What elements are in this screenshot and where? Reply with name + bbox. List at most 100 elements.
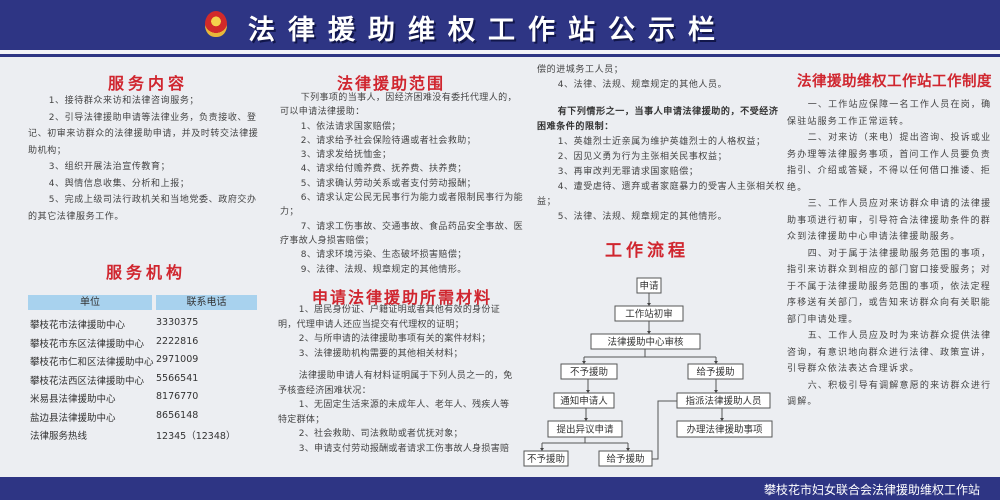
flow-box-deny2 bbox=[523, 450, 569, 467]
unrestricted-list: 偿的进城务工人员； 4、法律、法规、规章规定的其他人员。 有下列情形之一，当事人… bbox=[537, 63, 787, 225]
header-banner bbox=[0, 0, 1000, 50]
flow-label-center_review: 法律援助中心审核 bbox=[607, 336, 684, 348]
list-item: 六、积极引导有调解意愿的来访群众进行调解。 bbox=[787, 380, 992, 408]
workflow-title: 工作流程 bbox=[605, 241, 689, 261]
flow-box-center_review bbox=[590, 333, 701, 350]
flow-box-objection bbox=[547, 420, 623, 438]
arrow-icon bbox=[586, 390, 590, 393]
list-item: 5、法律、法规、规章规定的其他情形。 bbox=[557, 212, 728, 222]
footer-text: 攀枝花市妇女联合会法律援助维权工作站 bbox=[763, 483, 980, 497]
table-row: 攀枝花市法律援助中心 3330375 bbox=[30, 317, 260, 335]
agency-name: 攀枝花市法律援助中心 bbox=[30, 320, 126, 331]
national-emblem-icon bbox=[205, 11, 227, 37]
list-item: 五、工作人员应及时为来访群众提供法律咨询，有意识地向群众进行法律、政策宣讲，引导… bbox=[787, 331, 992, 374]
list-item: 3、再审改判无罪请求国家赔偿； bbox=[557, 167, 699, 177]
list-item: 一、工作站应保障一名工作人员在岗，确保驻站服务工作正常运转。 bbox=[787, 100, 992, 127]
agency-name: 攀枝花市东区法律援助中心 bbox=[30, 338, 145, 350]
list-item: 4、遭受虐待、遗弃或者家庭暴力的受害人主张相关权益； bbox=[537, 182, 785, 207]
flow-label-apply: 申请 bbox=[639, 280, 659, 292]
list-item: 3、申请支付劳动报酬或者请求工伤事故人身损害赔 bbox=[298, 443, 510, 454]
flow-label-objection: 提出异议申请 bbox=[556, 424, 614, 436]
header-divider bbox=[0, 50, 1000, 54]
list-item: 4、请求给付赡养费、抚养费、扶养费； bbox=[300, 164, 467, 175]
arrow-icon bbox=[540, 448, 544, 451]
agency-name: 攀枝花市仁和区法律援助中心 bbox=[30, 357, 154, 368]
list-item: 6、请求认定公民无民事行为能力或者限制民事行为能力； bbox=[280, 193, 524, 218]
list-item: 3、法律援助机构需要的其他相关材料； bbox=[298, 348, 463, 359]
page-title: 法律援助维权工作站公示栏 bbox=[248, 15, 728, 46]
list-item: 1、无固定生活来源的未成年人、老年人、残疾人等特定群体； bbox=[278, 400, 510, 425]
list-item: 1、居民身份证、户籍证明或者其他有效的身份证明，代理申请人还应当提交有代理权的证… bbox=[278, 305, 501, 330]
arrow-icon bbox=[720, 418, 724, 421]
list-item: 2、引导法律援助申请等法律业务，负责接收、登记、初审来访群众的法律援助申请，并及… bbox=[28, 112, 259, 156]
flow-box-notify bbox=[553, 392, 615, 409]
list-item: 二、对来访（来电）提出咨询、投诉或业务办理等法律服务事项，首问工作人员要负责指引… bbox=[787, 133, 992, 193]
list-item: 2、社会救助、司法救助或者优抚对象； bbox=[298, 429, 463, 439]
flow-box-apply bbox=[636, 277, 662, 294]
agency-phone: 5566541 bbox=[156, 372, 199, 384]
list-item: 5、请求确认劳动关系或者支付劳动报酬； bbox=[300, 178, 477, 189]
unrestricted-intro: 有下列情形之一，当事人申请法律援助的，不受经济困难条件的限制： bbox=[537, 107, 779, 132]
flow-label-handle: 办理法律援助事项 bbox=[686, 424, 763, 436]
list-item: 2、请求给予社会保险待遇或者社会救助； bbox=[300, 135, 477, 146]
list-item: 三、工作人员应对来访群众申请的法律援助事项进行初审，引导符合法律援助条件的群众到… bbox=[787, 199, 992, 242]
list-item: 5、完成上级司法行政机关和当地党委、政府交办的其它法律服务工作。 bbox=[28, 195, 257, 222]
agency-phone: 2222816 bbox=[156, 335, 199, 347]
flow-label-initial_review: 工作站初审 bbox=[625, 308, 673, 320]
table-header-phone: 联系电话 bbox=[156, 295, 257, 310]
arrow-icon bbox=[626, 448, 630, 451]
list-item: 8、请求环境污染、生态破坏损害赔偿； bbox=[300, 250, 467, 261]
list-item: 7、请求工伤事故、交通事故、食品药品安全事故、医疗事故人身损害赔偿； bbox=[280, 221, 524, 246]
connector-line bbox=[652, 400, 677, 460]
agency-name: 法律服务热线 bbox=[30, 431, 88, 442]
agency-phone: 8656148 bbox=[156, 409, 199, 421]
table-row: 盐边县法律援助中心 8656148 bbox=[30, 410, 260, 428]
flow-box-handle bbox=[676, 420, 773, 438]
rules-list: 一、工作站应保障一名工作人员在岗，确保驻站服务工作正常运转。 二、对来访（来电）… bbox=[787, 97, 992, 411]
flow-box-initial_review bbox=[614, 305, 684, 322]
list-item: 2、与所申请的法律援助事项有关的案件材料； bbox=[298, 334, 491, 344]
exempt-intro: 法律援助申请人有材料证明属于下列人员之一的，免予核查经济困难状况： bbox=[278, 371, 513, 396]
agency-phone: 3330375 bbox=[156, 317, 199, 328]
materials-list: 1、居民身份证、户籍证明或者其他有效的身份证明，代理申请人还应当提交有代理权的证… bbox=[278, 303, 518, 456]
flow-label-grant: 给予援助 bbox=[696, 366, 734, 378]
services-title: 服务内容 bbox=[108, 74, 189, 93]
table-header-unit: 单位 bbox=[28, 295, 152, 310]
agency-name: 盐边县法律援助中心 bbox=[30, 412, 116, 424]
arrow-icon bbox=[714, 361, 718, 364]
rules-title: 法律援助维权工作站工作制度 bbox=[797, 74, 992, 90]
agencies-title: 服务机构 bbox=[106, 263, 187, 282]
arrow-icon bbox=[647, 331, 651, 334]
agency-name: 米易县法律援助中心 bbox=[30, 394, 116, 405]
agency-phone: 12345（12348） bbox=[156, 431, 236, 442]
flow-box-assign bbox=[676, 392, 771, 409]
list-item: 1、英雄烈士近亲属为维护英雄烈士的人格权益； bbox=[557, 137, 766, 147]
flow-box-grant bbox=[687, 363, 744, 380]
materials-title: 申请法律援助所需材料 bbox=[312, 288, 493, 307]
list-item: 1、依法请求国家赔偿； bbox=[300, 121, 401, 132]
agency-phone: 2971009 bbox=[156, 354, 199, 365]
flow-box-grant2 bbox=[598, 450, 653, 467]
arrow-icon bbox=[582, 361, 586, 364]
scope-intro: 下列事项的当事人，因经济困难没有委托代理人的，可以申请法律援助： bbox=[280, 93, 517, 118]
scope-title: 法律援助范围 bbox=[337, 74, 446, 93]
list-item: 9、法律、法规、规章规定的其他情形。 bbox=[300, 264, 467, 275]
table-row: 米易县法律援助中心 8176770 bbox=[30, 391, 260, 409]
footer-banner: 攀枝花市妇女联合会法律援助维权工作站 bbox=[0, 477, 1000, 500]
agency-phone: 8176770 bbox=[156, 391, 199, 402]
flow-label-deny2: 不予援助 bbox=[527, 453, 565, 465]
list-item: 3、组织开展法治宣传教育； bbox=[48, 162, 171, 172]
list-item: 2、因见义勇为行为主张相关民事权益； bbox=[557, 152, 728, 162]
scope-list: 下列事项的当事人，因经济困难没有委托代理人的，可以申请法律援助： 1、依法请求国… bbox=[280, 91, 524, 277]
services-list: 1、接待群众来访和法律咨询服务； 2、引导法律援助申请等法律业务，负责接收、登记… bbox=[28, 93, 266, 225]
list-item: 四、对于属于法律援助服务范围的事项，指引来访群众到相应的部门窗口接受服务；对于不… bbox=[787, 248, 992, 325]
list-item: 偿的进城务工人员； bbox=[537, 65, 624, 75]
flow-label-deny: 不予援助 bbox=[570, 366, 608, 378]
table-row: 法律服务热线 12345（12348） bbox=[30, 428, 260, 446]
flow-box-deny bbox=[560, 363, 618, 380]
list-item: 3、请求发给抚恤金； bbox=[300, 150, 392, 161]
list-item: 1、接待群众来访和法律咨询服务； bbox=[48, 96, 200, 106]
